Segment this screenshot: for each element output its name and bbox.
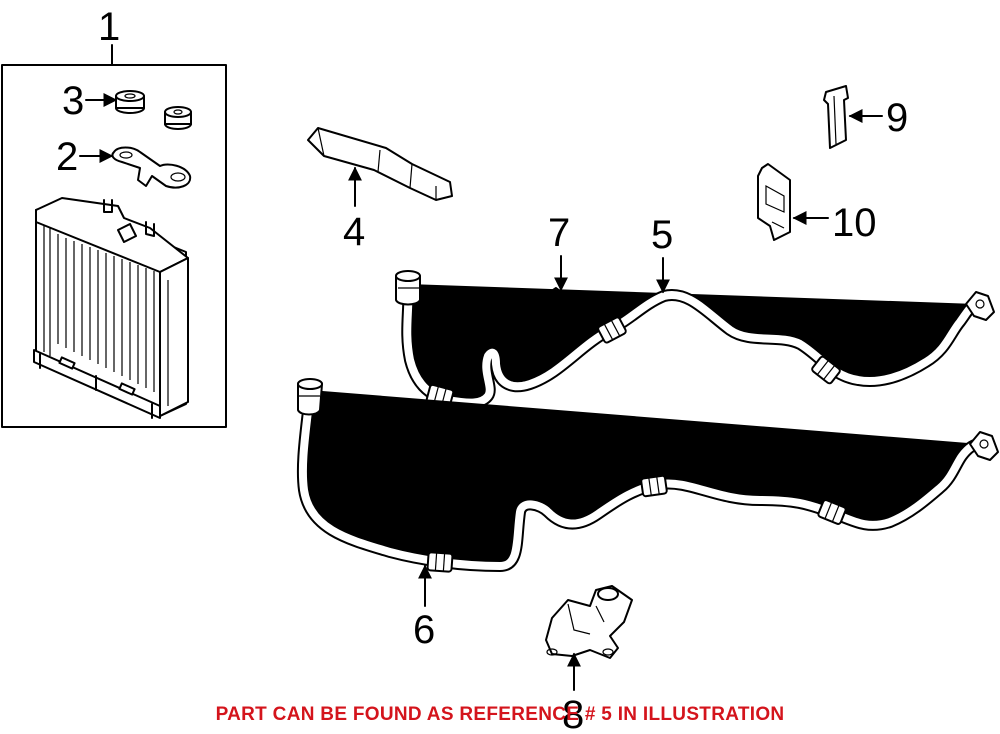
- footer-note: PART CAN BE FOUND AS REFERENCE # 5 IN IL…: [215, 704, 785, 725]
- callout-8: 8: [562, 693, 584, 734]
- callout-9: 9: [886, 96, 908, 140]
- radiator-group-box: [1, 44, 227, 428]
- bracket-icon: [111, 146, 192, 189]
- bracket-icon: [545, 585, 633, 659]
- hose-icon: [298, 378, 999, 573]
- callout-7: 7: [548, 211, 570, 255]
- bushing-icon: [115, 90, 145, 114]
- bracket-icon: [307, 127, 453, 201]
- clip-icon: [757, 163, 791, 241]
- callout-6: 6: [413, 608, 435, 652]
- callout-5: 5: [651, 213, 673, 257]
- bushing-icon: [164, 106, 192, 130]
- callout-4: 4: [343, 210, 365, 254]
- radiator-icon: [33, 197, 189, 419]
- callout-1: 1: [98, 5, 120, 49]
- callout-3: 3: [62, 79, 84, 123]
- hose-icon: [395, 270, 995, 408]
- callout-10: 10: [832, 201, 877, 245]
- callout-2: 2: [56, 135, 78, 179]
- clip-icon: [823, 85, 849, 149]
